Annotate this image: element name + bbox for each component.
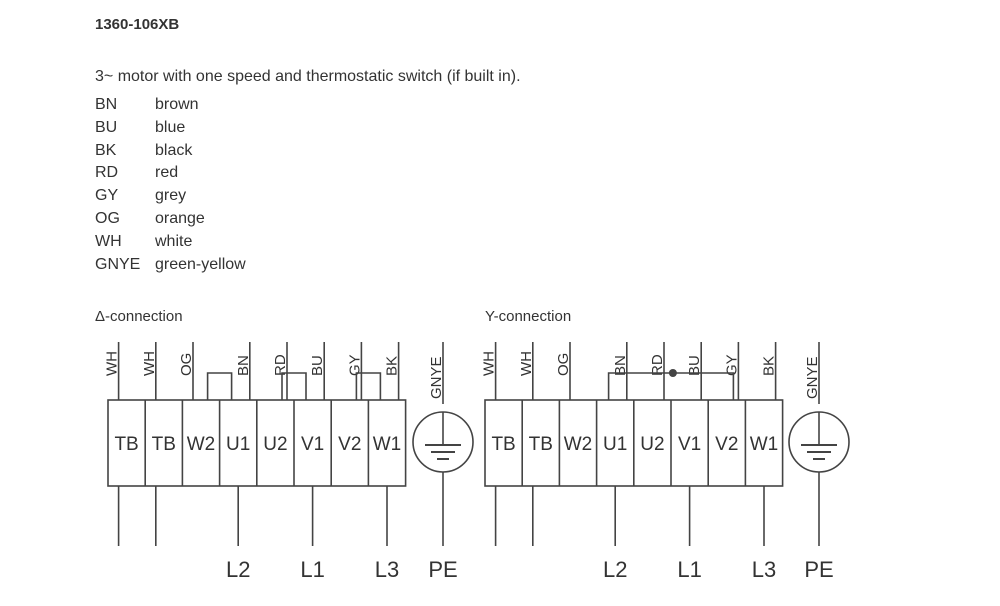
terminal-label-tb: TB [114,434,138,455]
supply-label-l1: L1 [300,557,324,582]
wire-label-bn: BN [235,355,252,376]
pe-label: PE [804,557,833,582]
wire-label-gy: GY [346,354,363,376]
legend-code: BN [95,96,118,113]
legend-row: BK black [95,140,246,163]
pe-label: PE [428,557,457,582]
star-connection-title: Y-connection [485,308,571,325]
wire-label-bu: BU [309,355,326,376]
legend-color-name: orange [155,209,205,227]
delta-jumper [281,372,307,400]
model-number: 1360-106XB [95,16,180,33]
wire-label-og: OG [555,353,572,376]
wire-label-gy: GY [723,354,740,376]
wire-label-wh: WH [518,351,535,376]
legend-color-name: blue [155,118,186,136]
legend-code: BU [95,118,118,136]
wire-label-rd: RD [649,354,666,376]
legend-color-name: grey [155,187,187,205]
wire-label-wh: WH [481,351,498,376]
terminal-label-tb: TB [529,434,553,455]
terminal-label-u2: U2 [263,434,287,455]
supply-label-l3: L3 [752,557,776,582]
supply-label-l1: L1 [677,557,701,582]
wire-label-bu: BU [686,355,703,376]
wire-label-bk: BK [761,356,778,376]
legend-color-name: brown [155,96,199,113]
supply-label-l2: L2 [226,557,250,582]
star-point [668,369,677,377]
legend-code: GY [95,187,119,205]
terminal-label-u1: U1 [603,434,627,455]
legend-color-name: white [155,232,193,250]
terminal-label-w1: W1 [750,434,779,455]
wire-label-bk: BK [384,356,401,376]
legend-row: BU blue [95,117,246,140]
wire-label-wh: WH [104,351,121,376]
terminal-label-w2: W2 [187,434,216,455]
legend-row: RD red [95,162,246,185]
terminal-label-v1: V1 [678,434,701,455]
color-legend: BN brown BU blue BK black RD red GY grey OG or… [95,94,246,276]
legend-code: RD [95,164,119,182]
terminal-label-tb: TB [152,434,176,455]
delta-connection-title: Δ-connection [95,308,183,325]
delta-jumper [206,372,233,400]
legend-code: WH [95,232,122,250]
wire-label-gnye: GNYE [428,356,445,399]
motor-description: 3~ motor with one speed and thermostatic… [95,68,521,85]
legend-color-name: red [155,164,179,182]
legend-code: BK [95,141,117,159]
legend-code: GNYE [95,255,141,273]
supply-label-l2: L2 [603,557,627,582]
legend-row: GY grey [95,185,246,208]
terminal-label-v2: V2 [715,434,738,455]
legend-color-name: green-yellow [155,255,246,273]
legend-row: OG orange [95,208,246,231]
wire-label-og: OG [178,353,195,376]
legend-row: GNYE green-yellow [95,254,246,277]
terminal-label-v1: V1 [301,434,324,455]
terminal-label-w1: W1 [373,434,402,455]
supply-label-l3: L3 [375,557,399,582]
wire-label-rd: RD [272,354,289,376]
wire-label-wh: WH [141,351,158,376]
wire-label-gnye: GNYE [804,356,821,399]
legend-row: WH white [95,231,246,254]
legend-row: BN brown [95,94,246,117]
wire-label-bn: BN [612,355,629,376]
terminal-label-w2: W2 [564,434,593,455]
terminal-label-u2: U2 [640,434,664,455]
terminal-label-tb: TB [491,434,515,455]
terminal-label-v2: V2 [338,434,361,455]
legend-color-name: black [155,141,193,159]
legend-code: OG [95,209,120,227]
delta-jumper [355,372,382,400]
terminal-label-u1: U1 [226,434,250,455]
